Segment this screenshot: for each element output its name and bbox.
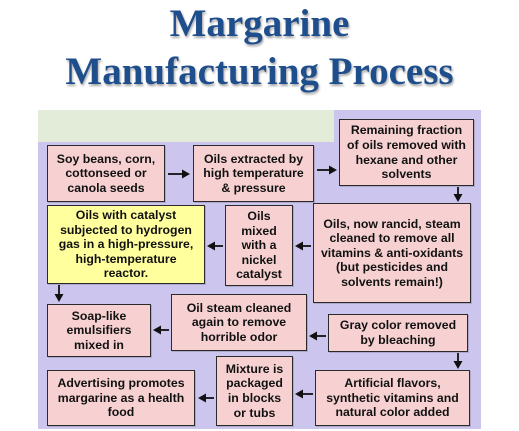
step-box-seeds: Soy beans, corn, cottonseed or canola se…	[47, 145, 165, 202]
step-label-packaging: Mixture is packaged in blocks or tubs	[225, 361, 284, 420]
step-box-steam-clean: Oils, now rancid, steam cleaned to remov…	[313, 203, 471, 303]
title-line-2: Manufacturing Process	[65, 50, 454, 93]
step-label-hydrogenation: Oils with catalyst subjected to hydrogen…	[58, 208, 194, 281]
step-box-extraction: Oils extracted by high temperature & pre…	[193, 145, 314, 202]
step-label-bleaching: Gray color removed by bleaching	[339, 318, 457, 347]
step-box-advertising: Advertising promotes margarine as a heal…	[47, 370, 195, 426]
step-label-seeds: Soy beans, corn, cottonseed or canola se…	[56, 151, 156, 195]
step-label-additives: Artificial flavors, synthetic vitamins a…	[326, 376, 459, 420]
step-label-extraction: Oils extracted by high temperature & pre…	[203, 151, 304, 195]
step-box-additives: Artificial flavors, synthetic vitamins a…	[315, 370, 470, 426]
diagram-panel-header-band	[38, 110, 334, 142]
step-box-packaging: Mixture is packaged in blocks or tubs	[216, 356, 293, 426]
step-box-bleaching: Gray color removed by bleaching	[328, 314, 468, 352]
step-box-deodorize: Oil steam cleaned again to remove horrib…	[171, 294, 307, 351]
step-label-advertising: Advertising promotes margarine as a heal…	[57, 376, 185, 420]
step-label-emulsifiers: Soap-like emulsifiers mixed in	[66, 308, 132, 352]
step-label-hexane: Remaining fraction of oils removed with …	[347, 123, 466, 182]
step-label-steam-clean: Oils, now rancid, steam cleaned to remov…	[320, 216, 464, 289]
step-box-hydrogenation: Oils with catalyst subjected to hydrogen…	[47, 205, 205, 284]
step-box-hexane: Remaining fraction of oils removed with …	[339, 119, 474, 186]
step-label-nickel-catalyst: Oils mixed with a nickel catalyst	[236, 209, 282, 282]
title-line-1: Margarine	[169, 2, 350, 45]
step-label-deodorize: Oil steam cleaned again to remove horrib…	[186, 300, 292, 344]
step-box-nickel-catalyst: Oils mixed with a nickel catalyst	[225, 205, 293, 286]
step-box-emulsifiers: Soap-like emulsifiers mixed in	[47, 304, 151, 357]
